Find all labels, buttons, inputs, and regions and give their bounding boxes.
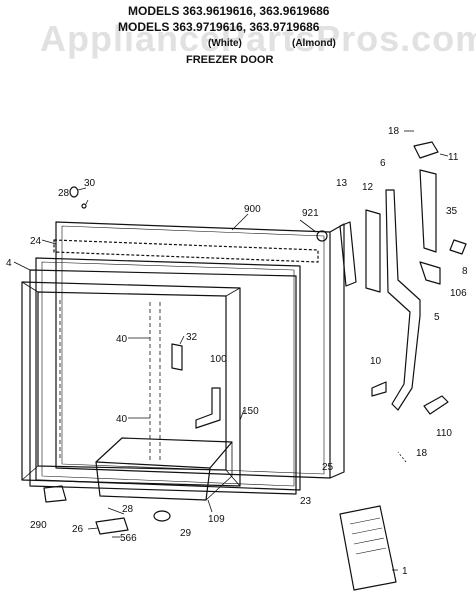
callout-566: 566 (120, 533, 137, 544)
callout-18-lower: 18 (416, 448, 428, 459)
callout-4: 4 (6, 258, 12, 269)
strip-12 (365, 209, 381, 293)
door-outer-panel (55, 221, 345, 479)
callout-110: 110 (436, 428, 452, 439)
callout-109: 109 (208, 514, 225, 525)
plate-26 (95, 517, 129, 535)
callout-18-top: 18 (388, 126, 400, 137)
callout-1: 1 (402, 566, 408, 577)
plug-921 (316, 230, 328, 242)
latch-part (171, 343, 183, 371)
callout-150: 150 (242, 406, 259, 417)
strip-13 (339, 221, 357, 287)
callout-900: 900 (244, 204, 261, 215)
hinge-bar (385, 189, 421, 411)
callout-921: 921 (302, 208, 319, 219)
hinge-cap (413, 141, 439, 159)
callout-26: 26 (72, 524, 84, 535)
callout-8: 8 (462, 266, 468, 277)
callout-106: 106 (450, 288, 467, 299)
callout-290: 290 (30, 520, 47, 531)
clip-290 (43, 485, 67, 503)
owner-manual (339, 505, 397, 591)
callout-100: 100 (210, 354, 227, 365)
callout-6: 6 (380, 158, 386, 169)
callout-35: 35 (446, 206, 458, 217)
callout-40-lower: 40 (116, 414, 128, 425)
bracket-part (195, 387, 221, 429)
callout-11: 11 (448, 152, 459, 163)
callout-12: 12 (362, 182, 374, 193)
callout-24: 24 (30, 236, 42, 247)
callout-30: 30 (84, 178, 96, 189)
callout-40-upper: 40 (116, 334, 128, 345)
small-bracket (449, 239, 467, 255)
callout-5: 5 (434, 312, 440, 323)
door-liner-strip (53, 239, 319, 263)
callout-28-top: 28 (58, 188, 70, 199)
callout-32: 32 (186, 332, 198, 343)
nut-29 (153, 510, 171, 522)
strip-35 (419, 169, 437, 253)
callout-25: 25 (322, 462, 334, 473)
callout-13: 13 (336, 178, 348, 189)
callout-29: 29 (180, 528, 192, 539)
hinge-piece (419, 261, 441, 285)
door-gasket (29, 257, 301, 495)
almond-label: (Almond) (292, 38, 336, 49)
callout-23: 23 (300, 496, 312, 507)
models-line-2: MODELS 363.9719616, 363.9719686 (118, 20, 320, 34)
lower-hinge (423, 395, 449, 415)
leader-lines (13, 130, 449, 571)
section-title: FREEZER DOOR (186, 54, 274, 66)
models-line-1: MODELS 363.9619616, 363.9619686 (128, 4, 330, 18)
door-inner-liner (21, 281, 241, 487)
door-stop (371, 381, 387, 397)
screw-28-top (69, 186, 79, 198)
door-bin (95, 437, 233, 501)
callout-28-lower: 28 (122, 504, 134, 515)
callout-10: 10 (370, 356, 382, 367)
watermark: AppliancePartsPros.com (40, 18, 476, 59)
screw-30 (81, 203, 87, 209)
white-label: (White) (208, 38, 242, 49)
